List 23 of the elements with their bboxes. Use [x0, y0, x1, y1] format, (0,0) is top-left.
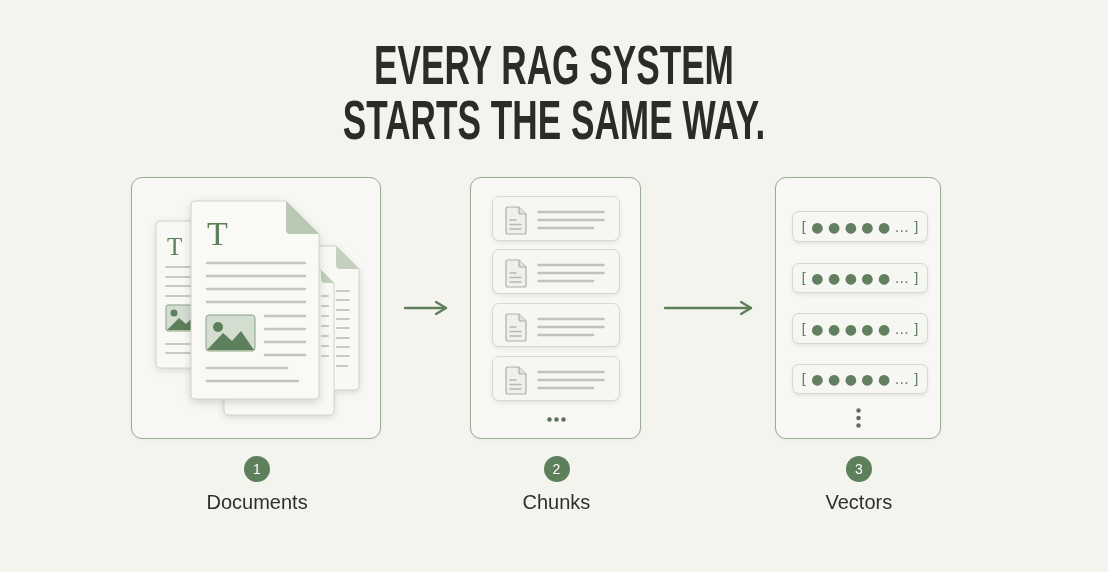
- vector-values: [ ● ● ● ● ● … ]: [801, 370, 919, 388]
- step-label: Documents: [206, 490, 308, 514]
- vector-values: [ ● ● ● ● ● … ]: [801, 269, 919, 287]
- chunk-card: [492, 356, 620, 401]
- vector-card: [792, 364, 928, 394]
- step-label: Chunks: [522, 490, 591, 514]
- arrow: [663, 300, 753, 316]
- vector-values: [ ● ● ● ● ● … ]: [801, 319, 919, 338]
- text-type-symbol: T: [207, 217, 228, 251]
- step-number: 1: [244, 456, 270, 482]
- text-type-symbol: T: [167, 233, 183, 259]
- chunk-card: [492, 196, 620, 241]
- vector-values: [ ● ● ● ● ● … ]: [801, 217, 919, 236]
- vector-card: [792, 263, 928, 293]
- chunk-card: [492, 303, 620, 347]
- diagram-title: EVERY RAG SYSTEM STARTS THE SAME WAY.: [341, 38, 767, 148]
- step-label: Vectors: [825, 490, 893, 514]
- vector-card: [792, 313, 928, 344]
- step-number: 3: [846, 456, 872, 482]
- vector-card: [792, 211, 928, 242]
- chunk-card: [492, 249, 620, 294]
- step-number: 2: [543, 456, 570, 482]
- arrow: [403, 300, 448, 316]
